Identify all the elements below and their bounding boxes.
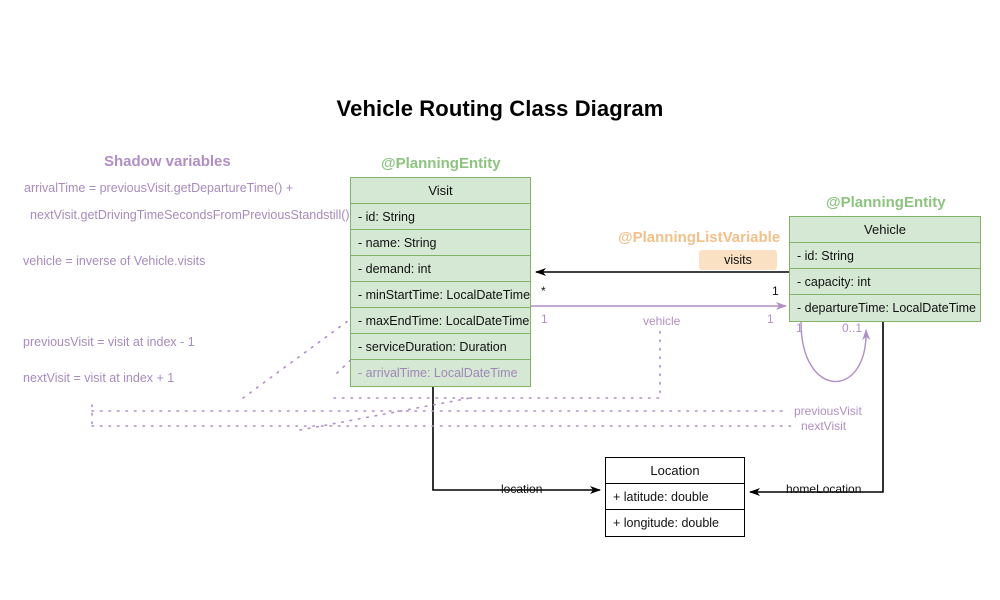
shadow-connector-previous-visit: [91, 404, 789, 428]
class-box-location[interactable]: Location + latitude: double + longitude:…: [605, 457, 745, 537]
class-attribute: - id: String: [790, 243, 980, 269]
edge-label-previous-visit: previousVisit: [794, 404, 862, 418]
class-attribute: - name: String: [351, 230, 530, 256]
shadow-note: previousVisit = visit at index - 1: [23, 335, 195, 349]
class-attribute-shadow: - arrivalTime: LocalDateTime: [358, 366, 518, 380]
class-attribute: - demand: int: [351, 256, 530, 282]
class-title-vehicle: Vehicle: [790, 217, 980, 243]
class-title-visit: Visit: [351, 178, 530, 204]
edge-label-self-loop-right-multiplicity: 0..1: [842, 321, 863, 335]
section-title-planning-list-variable: @PlanningListVariable: [618, 229, 781, 246]
edge-label-visits-source-multiplicity: *: [541, 284, 546, 298]
edge-label-self-loop-left-multiplicity: 1: [796, 321, 803, 335]
class-attribute: - departureTime: LocalDateTime: [797, 301, 977, 315]
shadow-note: vehicle = inverse of Vehicle.visits: [23, 254, 206, 268]
section-title-planning-entity-visit: @PlanningEntity: [381, 155, 501, 172]
page-title: Vehicle Routing Class Diagram: [336, 96, 664, 121]
section-title-shadow-variables: Shadow variables: [104, 153, 231, 170]
class-title-location: Location: [606, 458, 744, 484]
class-attribute: - capacity: int: [790, 269, 980, 295]
badge-visits[interactable]: visits: [699, 250, 777, 270]
edge-label-visits-target-multiplicity: 1: [772, 284, 779, 298]
class-attribute: - minStartTime: LocalDateTime: [351, 282, 530, 308]
edge-label-home-location: homeLocation: [786, 482, 862, 496]
class-box-vehicle[interactable]: Vehicle - id: String - capacity: int - d…: [789, 216, 981, 322]
class-attribute: + longitude: double: [613, 516, 719, 530]
edge-label-location: location: [501, 482, 543, 496]
shadow-note: arrivalTime = previousVisit.getDeparture…: [24, 181, 294, 195]
shadow-note: nextVisit = visit at index + 1: [23, 371, 175, 385]
edge-label-vehicle-source-multiplicity: 1: [541, 312, 548, 326]
class-attribute: + latitude: double: [606, 484, 744, 510]
class-attribute: - serviceDuration: Duration: [351, 334, 530, 360]
section-title-planning-entity-vehicle: @PlanningEntity: [826, 194, 946, 211]
edge-label-vehicle-name: vehicle: [643, 314, 681, 328]
shadow-connector-diagonal-lower: [299, 397, 471, 431]
class-attribute: - maxEndTime: LocalDateTime: [351, 308, 530, 334]
edge-location: [432, 382, 601, 494]
edge-label-vehicle-target-multiplicity: 1: [767, 312, 774, 326]
class-box-visit[interactable]: Visit - id: String - name: String - dema…: [350, 177, 531, 387]
class-attribute: - id: String: [351, 204, 530, 230]
shadow-note: nextVisit.getDrivingTimeSecondsFromPrevi…: [30, 208, 350, 222]
edge-label-next-visit: nextVisit: [801, 419, 847, 433]
